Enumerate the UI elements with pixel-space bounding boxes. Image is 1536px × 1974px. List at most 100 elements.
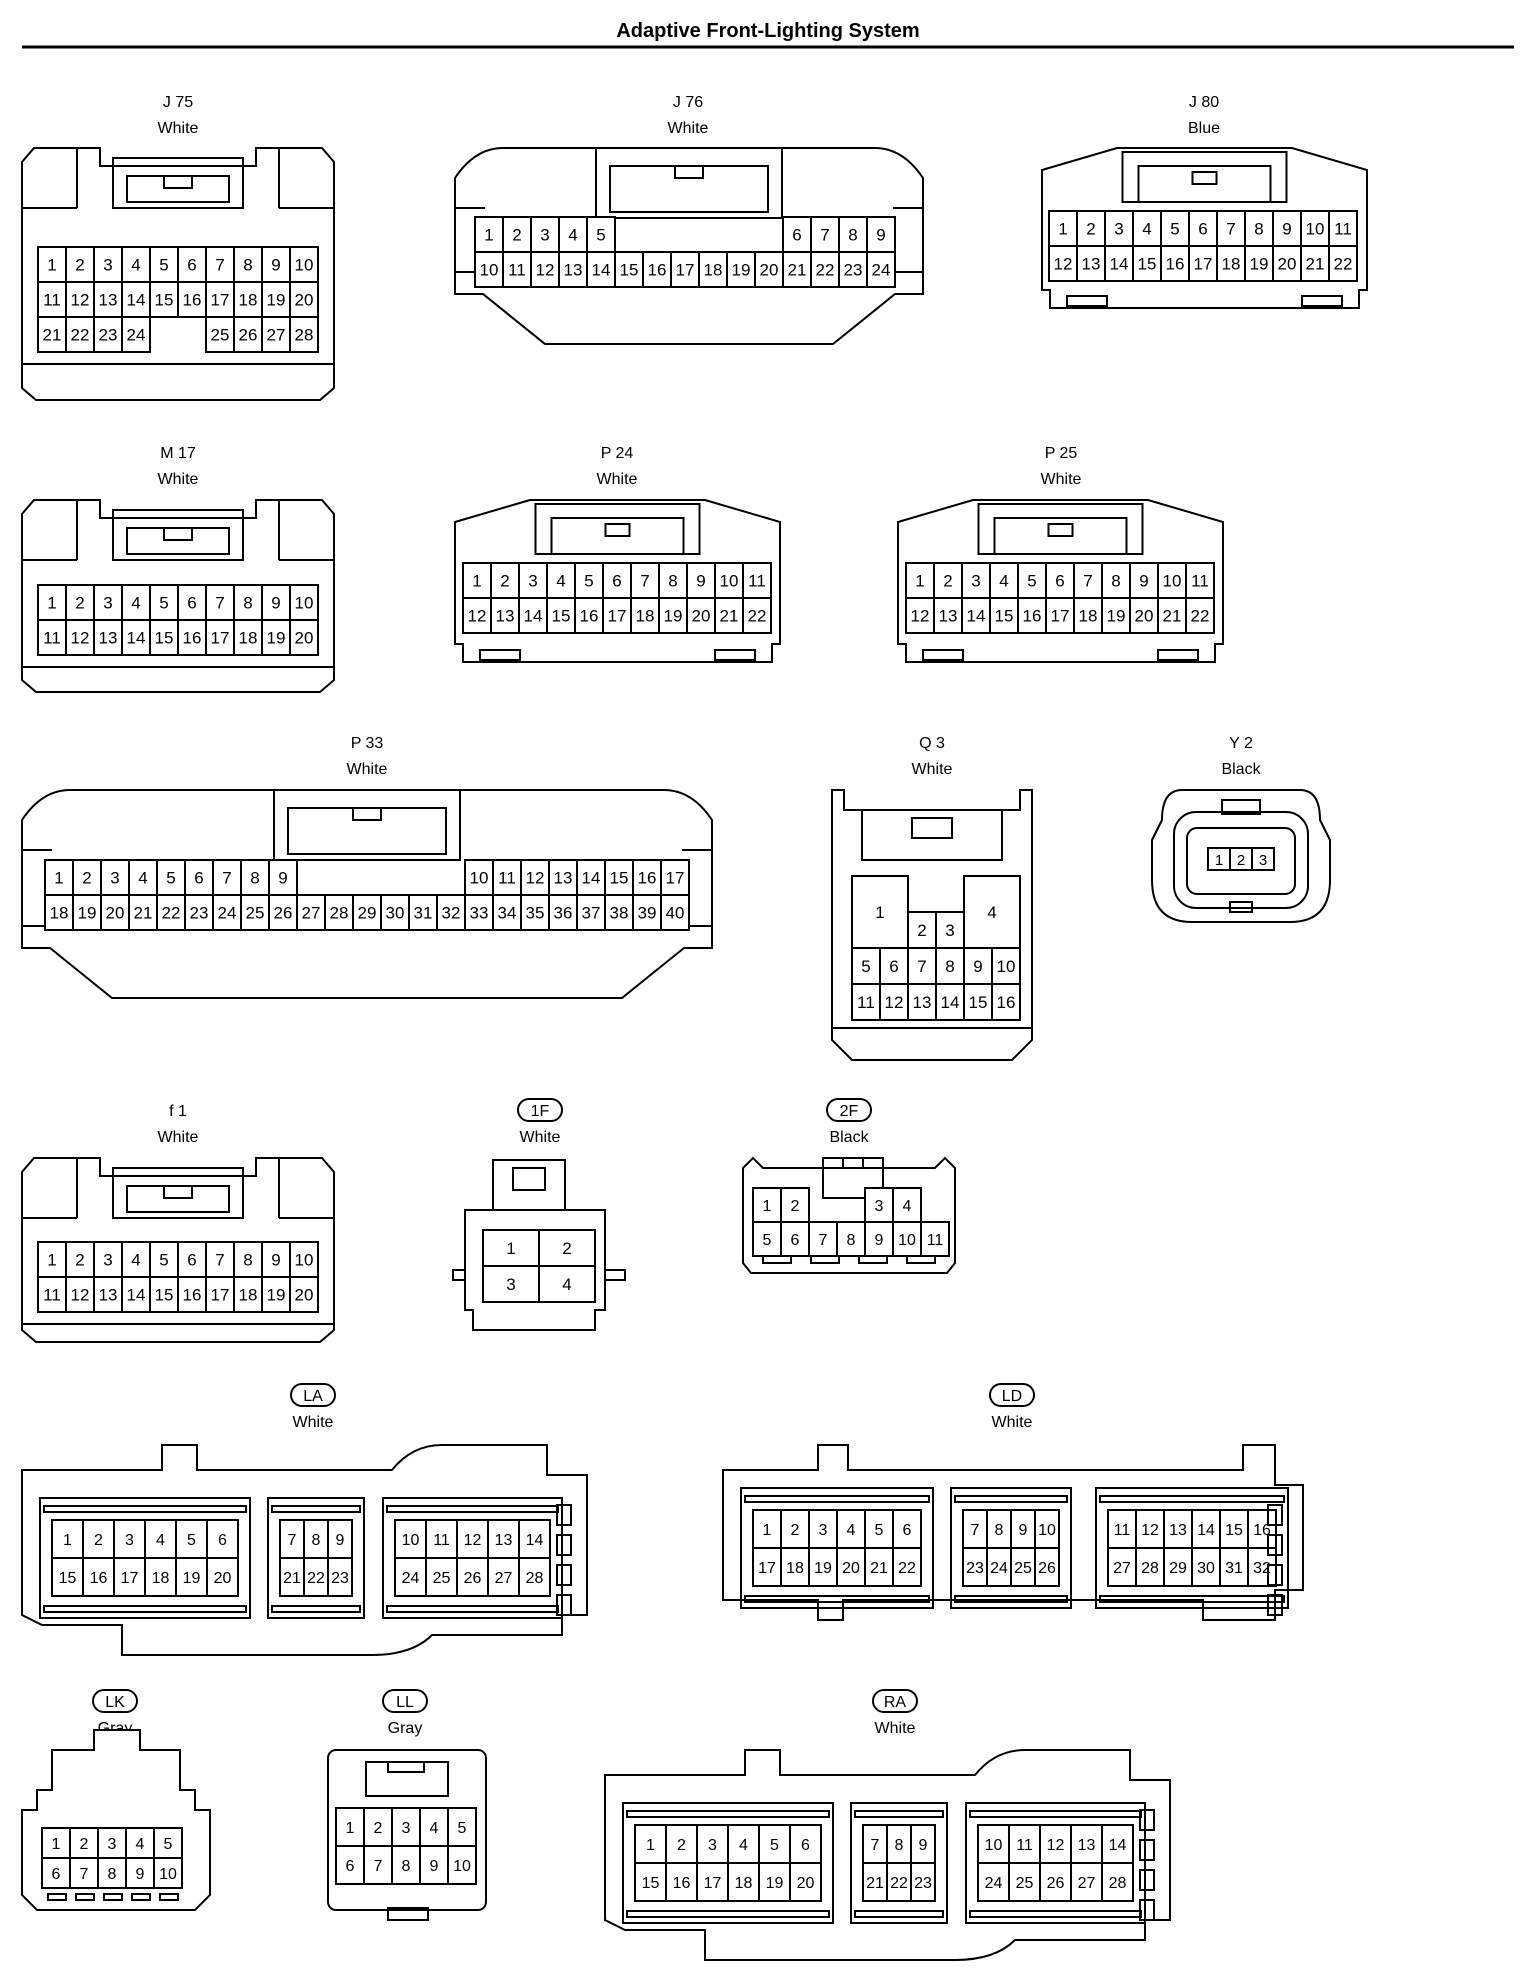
pin-number: 9 (271, 256, 280, 275)
latch (112, 157, 244, 209)
housing-foot (159, 1893, 179, 1901)
pin-cell (93, 316, 123, 353)
pin-number: 27 (495, 1570, 513, 1587)
housing-tab (604, 1269, 626, 1281)
pin-number: 3 (1114, 220, 1123, 239)
pin-cell (576, 859, 606, 896)
pin-cell (752, 1509, 782, 1549)
pin-cell (335, 1845, 365, 1885)
pin-number: 23 (914, 1875, 932, 1892)
pin-cell (851, 875, 909, 949)
pin-number: 4 (131, 256, 140, 275)
pin-number: 2 (94, 1532, 103, 1549)
pin-number: 9 (1282, 220, 1291, 239)
housing-foot (714, 649, 756, 661)
pin-cell (905, 597, 935, 634)
latch-tab (163, 527, 193, 541)
pin-number: 10 (453, 1858, 471, 1875)
pin-number: 13 (1082, 255, 1101, 274)
pin-number: 10 (898, 1232, 916, 1249)
cavity-frame (965, 1802, 1146, 1924)
pin-number: 1 (346, 1820, 355, 1837)
connector-code: J 80 (1189, 94, 1219, 111)
pin-number: 24 (872, 261, 891, 280)
pin-cell (65, 584, 95, 621)
pin-number: 10 (295, 256, 314, 275)
pin-number: 5 (861, 957, 870, 976)
pin-number: 3 (1259, 852, 1267, 869)
pin-number: 6 (187, 594, 196, 613)
pin-cell (1039, 1824, 1072, 1864)
pin-number: 28 (295, 326, 314, 345)
pin-number: 8 (312, 1532, 321, 1549)
pin-number: 7 (80, 1866, 89, 1883)
pin-number: 22 (1191, 607, 1210, 626)
pin-cell (279, 1557, 305, 1597)
connector-color: White (158, 1129, 199, 1146)
latch-inner (550, 517, 685, 554)
pin-cell (149, 1276, 179, 1313)
housing-rib (1139, 1809, 1155, 1831)
pin-cell (447, 1845, 477, 1885)
pin-number: 19 (1250, 255, 1269, 274)
pin-cell (1251, 847, 1275, 871)
pin-cell (37, 619, 67, 656)
pin-number: 13 (564, 261, 583, 280)
pin-number: 8 (848, 226, 857, 245)
pin-number: 7 (1226, 220, 1235, 239)
pin-cell (727, 1862, 760, 1902)
pin-number: 6 (612, 572, 621, 591)
pin-number: 10 (997, 957, 1016, 976)
pin-number: 28 (1109, 1875, 1127, 1892)
pin-number: 19 (78, 904, 97, 923)
pin-cell (261, 1276, 291, 1313)
pin-cell (991, 983, 1021, 1021)
pin-cell (518, 1557, 551, 1597)
pin-number: 13 (496, 607, 515, 626)
pin-number: 27 (302, 904, 321, 923)
pin-cell (206, 1557, 239, 1597)
pin-cell (125, 1857, 155, 1889)
pin-cell (518, 1519, 551, 1559)
pin-number: 1 (763, 1198, 772, 1215)
pin-number: 2 (512, 226, 521, 245)
pin-number: 38 (610, 904, 629, 923)
pin-cell (289, 281, 319, 318)
latch (492, 1159, 566, 1210)
latch (112, 509, 244, 561)
pin-cell (660, 894, 690, 931)
cavity-rail (854, 1810, 944, 1818)
pin-cell (1328, 245, 1358, 282)
pin-number: 17 (211, 291, 230, 310)
pin-number: 18 (735, 1875, 753, 1892)
pin-number: 10 (295, 594, 314, 613)
housing-foot (922, 649, 964, 661)
latch-tab (387, 1761, 425, 1773)
pin-cell (892, 1547, 922, 1587)
housing-foot (47, 1893, 67, 1901)
pin-cell (789, 1862, 822, 1902)
pin-number: 5 (166, 869, 175, 888)
connector-color: Black (829, 1129, 869, 1146)
pin-number: 17 (608, 607, 627, 626)
pin-number: 19 (732, 261, 751, 280)
pin-cell (962, 1547, 988, 1587)
pin-number: 11 (927, 1232, 944, 1249)
pin-cell (686, 562, 716, 599)
connector-code: Y 2 (1229, 735, 1253, 752)
pin-cell (289, 1276, 319, 1313)
pin-number: 7 (819, 1232, 828, 1249)
pin-cell (391, 1807, 421, 1847)
pin-cell (51, 1519, 84, 1559)
pin-number: 1 (472, 572, 481, 591)
pin-cell (1104, 245, 1134, 282)
pin-number: 7 (288, 1532, 297, 1549)
pin-number: 16 (648, 261, 667, 280)
pin-number: 9 (430, 1858, 439, 1875)
pin-number: 36 (554, 904, 573, 923)
pin-cell (261, 584, 291, 621)
pin-number: 9 (278, 869, 287, 888)
pin-cell (51, 1557, 84, 1597)
pin-number: 2 (677, 1837, 686, 1854)
connector-code: J 75 (163, 94, 193, 111)
